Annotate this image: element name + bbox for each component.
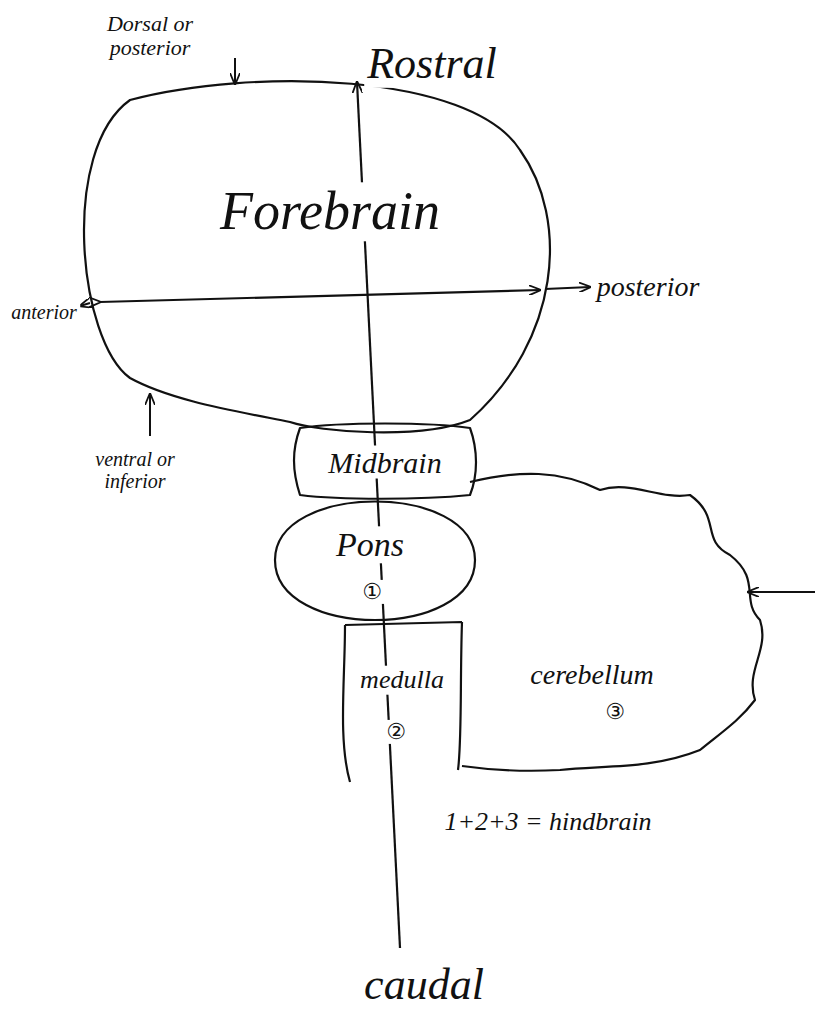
region-name: medulla [357,666,447,695]
region-name: Forebrain [217,182,443,241]
region-outline [335,618,470,785]
direction-label: posterior [594,272,703,303]
brain-region: Forebrain [55,65,575,445]
anterior-arrow [80,303,90,306]
ventral-arrow [149,394,151,436]
brain-region: cerebellum ③ [455,465,775,777]
direction-label: Rostral [364,40,500,88]
anterior-posterior-axis [100,290,540,302]
region-outline [455,465,775,777]
callout-number: ② [383,720,409,744]
direction-label: Dorsal or posterior [91,12,209,60]
posterior-arrow [545,287,590,289]
region-outline [55,65,575,445]
direction-label: ventral or inferior [76,448,194,492]
direction-label: anterior [8,301,80,323]
dorsal-arrow [234,58,236,84]
callout-number: ③ [602,700,628,724]
direction-label: 1+2+3 = hindbrain [441,808,654,837]
callout-number: ① [359,580,385,604]
region-name: Midbrain [325,446,444,479]
pointer-arrow [748,591,815,593]
brain-region: medulla ② [335,618,470,785]
region-name: cerebellum [527,660,656,691]
direction-label: caudal [361,961,487,1009]
region-name: Pons [333,526,407,563]
brain-region: Pons ① [270,493,480,628]
brain-region: Midbrain [288,418,483,503]
